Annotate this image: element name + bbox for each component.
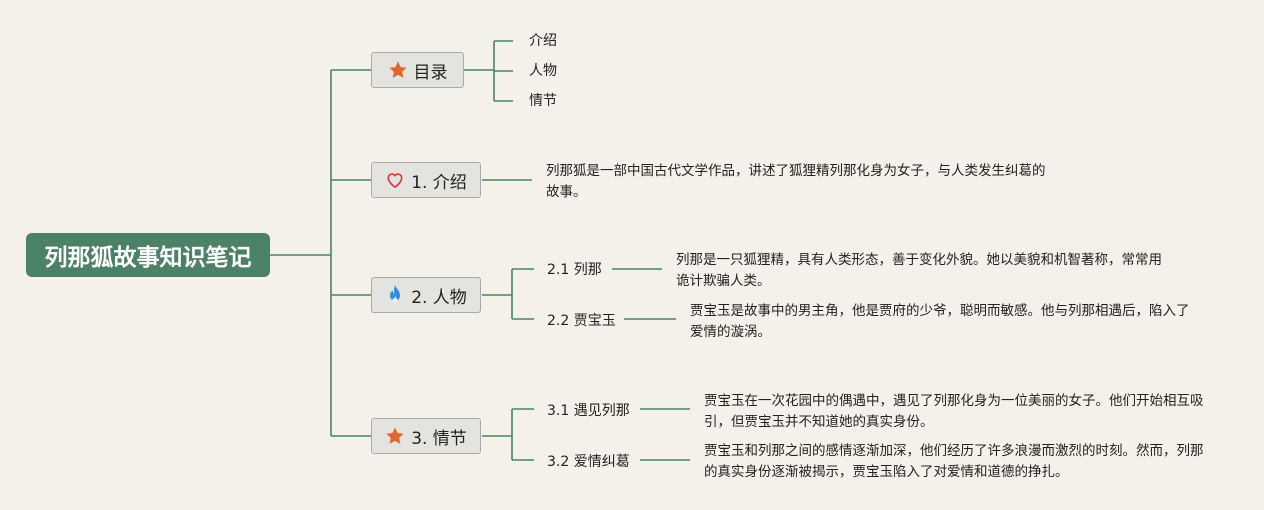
fire-icon bbox=[385, 284, 405, 306]
plot-meeting-text: 贾宝玉在一次花园中的偶遇中，遇见了列那化身为一位美丽的女子。他们开始相互吸引，但… bbox=[704, 393, 1204, 430]
subtopic-character-baoyu[interactable]: 2.2 贾宝玉 bbox=[547, 313, 616, 329]
intro-text: 列那狐是一部中国古代文学作品，讲述了狐狸精列那化身为女子，与人类发生纠葛的故事。 bbox=[546, 163, 1046, 200]
character-liena-text: 列那是一只狐狸精，具有人类形态，善于变化外貌。她以美貌和机智著称，常常用诡计欺骗… bbox=[676, 252, 1162, 289]
star-icon bbox=[385, 426, 405, 446]
character-baoyu-text: 贾宝玉是故事中的男主角，他是贾府的少爷，聪明而敏感。他与列那相遇后，陷入了爱情的… bbox=[690, 303, 1190, 340]
toc-item-plot: 情节 bbox=[529, 93, 557, 109]
topic-characters-label: 2. 人物 bbox=[411, 287, 467, 308]
topic-plot[interactable]: 3. 情节 bbox=[371, 418, 481, 454]
toc-item-intro: 介绍 bbox=[529, 33, 557, 49]
topic-toc[interactable]: 目录 bbox=[371, 52, 464, 88]
subtopic-plot-meeting[interactable]: 3.1 遇见列那 bbox=[547, 403, 630, 419]
toc-item-characters: 人物 bbox=[529, 63, 557, 79]
topic-intro-label: 1. 介绍 bbox=[411, 172, 467, 193]
subtopic-character-liena[interactable]: 2.1 列那 bbox=[547, 262, 602, 278]
plot-love-text: 贾宝玉和列那之间的感情逐渐加深，他们经历了许多浪漫而激烈的时刻。然而，列那的真实… bbox=[704, 443, 1204, 480]
topic-characters[interactable]: 2. 人物 bbox=[371, 277, 481, 313]
star-icon bbox=[388, 60, 408, 80]
topic-intro[interactable]: 1. 介绍 bbox=[371, 162, 481, 198]
root-topic[interactable]: 列那狐故事知识笔记 bbox=[26, 233, 270, 277]
topic-toc-label: 目录 bbox=[413, 62, 448, 83]
subtopic-plot-love[interactable]: 3.2 爱情纠葛 bbox=[547, 454, 630, 470]
heart-icon bbox=[385, 170, 405, 190]
topic-plot-label: 3. 情节 bbox=[411, 428, 467, 449]
root-title: 列那狐故事知识笔记 bbox=[44, 245, 252, 271]
